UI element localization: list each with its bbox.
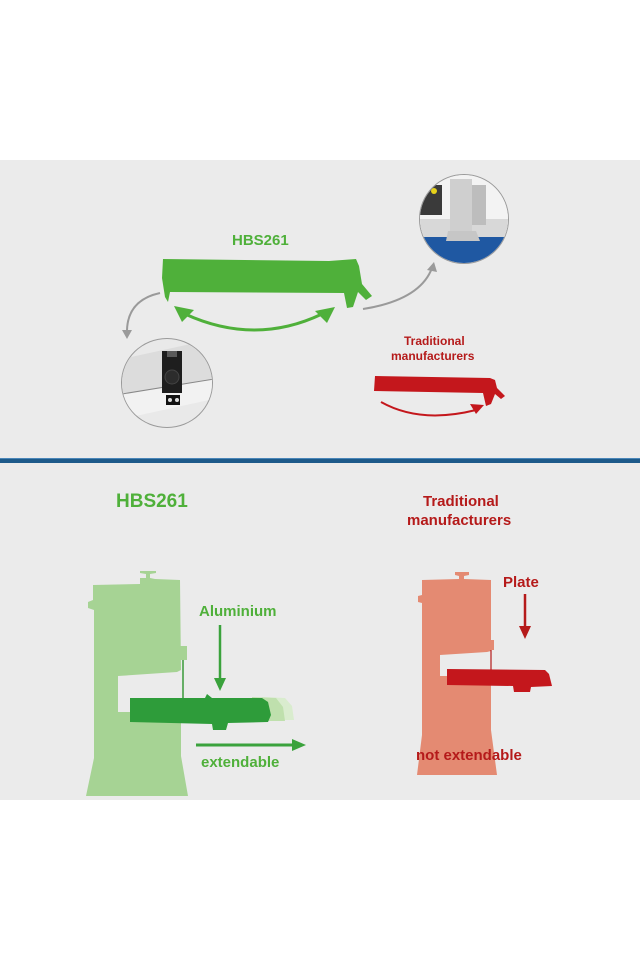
hbs-swap-arrow-head-right <box>315 307 335 323</box>
traditional-plate-table <box>447 669 552 692</box>
hbs-swap-arrow <box>184 312 323 332</box>
extendable-label: extendable <box>201 754 280 771</box>
section-divider <box>0 458 640 463</box>
aluminium-label: Aluminium <box>199 603 277 620</box>
traditional-fence-label-line2: manufacturers <box>391 349 475 363</box>
traditional-fence-label-line1: Traditional <box>404 334 465 348</box>
traditional-section-title-line1: Traditional <box>423 493 499 510</box>
traditional-arrow-head <box>470 404 484 414</box>
aluminium-arrow-head <box>214 678 226 691</box>
top-panel <box>0 160 640 458</box>
traditional-section-title-line2: manufacturers <box>407 512 512 529</box>
hbs-swap-arrow-head-left <box>174 306 194 322</box>
connector-arrow-left-head <box>122 330 132 339</box>
connector-arrow-left <box>126 292 161 331</box>
traditional-bandsaw-silhouette <box>417 572 497 775</box>
fence-clamp-closeup-image <box>121 338 213 428</box>
plate-arrow-head <box>519 626 531 639</box>
hbs-fence-shape <box>162 259 372 308</box>
traditional-fence-shape <box>374 376 505 406</box>
not-extendable-label: not extendable <box>416 747 522 764</box>
connector-arrow-right-head <box>427 262 437 272</box>
hbs-fence-label: HBS261 <box>232 232 289 249</box>
hbs-aluminium-table <box>130 694 271 730</box>
fence-bracket-closeup-image <box>419 174 509 264</box>
hbs-section-title: HBS261 <box>116 491 188 512</box>
extendable-arrow-head <box>292 739 306 751</box>
hbs-bandsaw-silhouette <box>86 571 188 796</box>
connector-arrow-right <box>362 267 433 310</box>
plate-label: Plate <box>503 574 539 591</box>
traditional-arrow <box>380 401 477 417</box>
